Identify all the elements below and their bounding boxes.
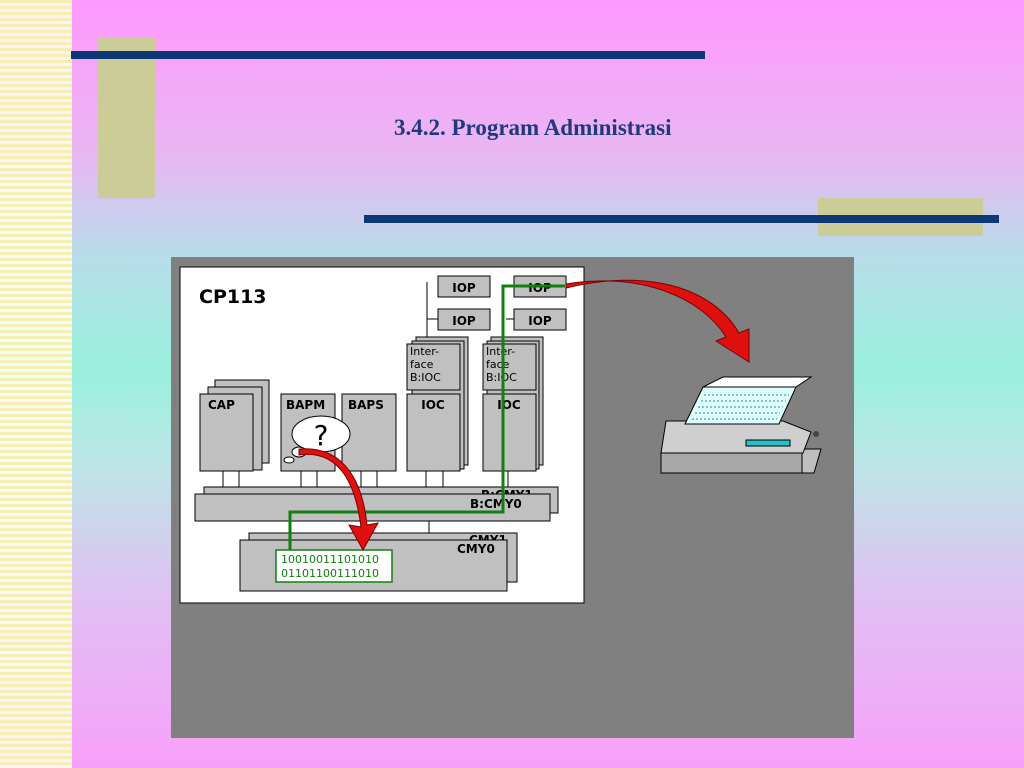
iop-box-1: IOP [437,275,491,298]
bits-line2: 01101100111010 [281,567,379,580]
bottom-rule [364,215,999,223]
interface-label-line3: B:IOC [410,371,441,384]
interface-label-line1: Inter- [486,345,515,358]
bits-line1: 10010011101010 [281,553,379,566]
data-path [288,284,565,550]
question-mark: ? [314,419,329,452]
iop-label: IOP [452,314,476,328]
ioc-label: IOC [421,398,445,412]
printer-icon [660,376,822,474]
interface-label-line1: Inter- [410,345,439,358]
cap-module: CAP [199,379,270,472]
iop-label: IOP [452,281,476,295]
bus-cmy0: B:CMY0 [194,493,551,522]
question-bubble: ? [283,415,351,464]
system-diagram: CP113 IOP IOP IOP IOP CAP [179,266,822,604]
ioc-label: IOC [497,398,521,412]
ioc-module-right: Inter- face B:IOC IOC [482,336,544,472]
left-stripe-decoration [0,0,72,768]
interface-label-line2: face [486,358,510,371]
arrow-to-printer [565,279,750,363]
memory-bits-block: 10010011101010 01101100111010 [275,549,393,583]
iop-box-3: IOP [437,308,491,331]
accent-block-left [98,37,155,198]
cap-label: CAP [208,398,235,412]
system-label: CP113 [199,286,267,308]
ioc-module-left: Inter- face B:IOC IOC [406,336,469,472]
diagram-panel: CP113 IOP IOP IOP IOP CAP [171,257,854,738]
bapm-label: BAPM [286,398,325,412]
bus-front-label: B:CMY0 [470,497,522,511]
arrow-to-memory [298,448,379,552]
interface-label-line2: face [410,358,434,371]
iop-label: IOP [528,314,552,328]
baps-module: BAPS [341,393,397,472]
iop-label: IOP [528,281,552,295]
memory-front-label: CMY0 [457,542,495,556]
baps-label: BAPS [348,398,384,412]
slide-title: 3.4.2. Program Administrasi [394,115,672,140]
top-rule [71,51,705,59]
iop-box-4: IOP [513,308,567,331]
